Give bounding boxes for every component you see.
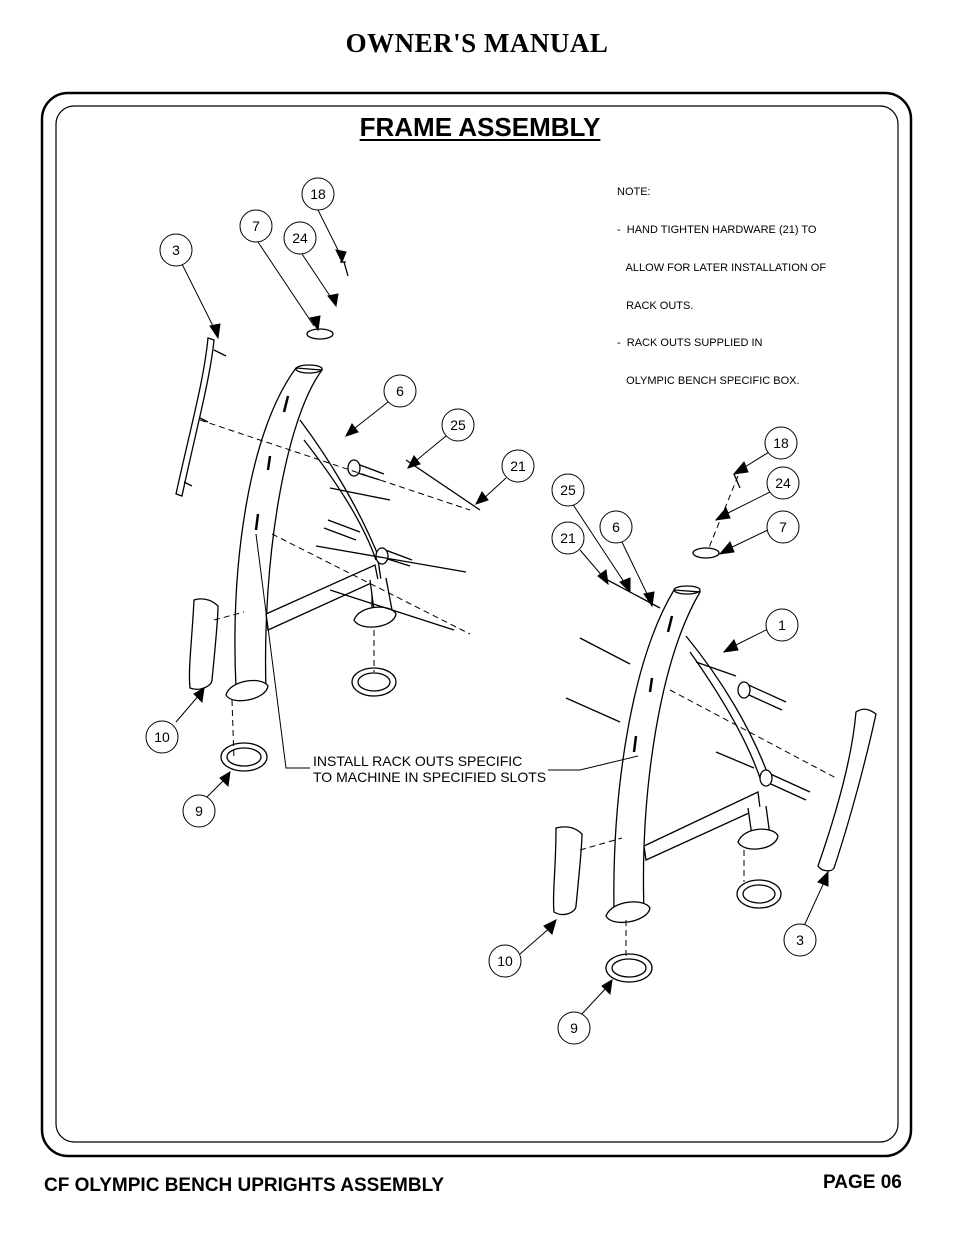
callouts-left: 18 7 24 3 6 25 21 10 9: [145, 177, 535, 828]
svg-text:1: 1: [778, 617, 786, 633]
install-leader: [255, 533, 310, 769]
manual-title: OWNER'S MANUAL: [345, 28, 609, 58]
callout-18-left: 18: [301, 177, 335, 211]
note-line: RACK OUTS.: [617, 299, 694, 312]
callout-1-right: 1: [765, 608, 799, 642]
callout-24-left: 24: [283, 221, 317, 255]
left-dashed-lines: [199, 419, 471, 761]
assembly-note: NOTE: - HAND TIGHTEN HARDWARE (21) TO AL…: [617, 161, 826, 400]
install-note-line2: TO MACHINE IN SPECIFIED SLOTS: [313, 769, 547, 785]
svg-text:9: 9: [570, 1020, 578, 1036]
svg-text:10: 10: [154, 729, 170, 745]
left-upright-drawing: [175, 261, 481, 772]
callout-3-left: 3: [159, 233, 193, 267]
note-line: - RACK OUTS SUPPLIED IN: [617, 337, 763, 350]
right-dashed-lines: [579, 475, 837, 960]
svg-text:18: 18: [310, 186, 326, 202]
callout-21-left: 21: [501, 449, 535, 483]
callout-21-right: 21: [551, 521, 585, 555]
inner-frame: [55, 105, 899, 1143]
svg-text:10: 10: [497, 953, 513, 969]
svg-text:25: 25: [560, 482, 576, 498]
callout-6-left: 6: [383, 374, 417, 408]
note-line: ALLOW FOR LATER INSTALLATION OF: [617, 261, 827, 274]
footer-page-number: PAGE 06: [823, 1172, 902, 1193]
svg-text:21: 21: [510, 458, 526, 474]
callout-3-right: 3: [783, 923, 817, 957]
section-title: FRAME ASSEMBLY: [359, 112, 601, 142]
svg-text:24: 24: [775, 475, 791, 491]
callout-24-right: 24: [766, 466, 800, 500]
callout-18-right: 18: [764, 426, 798, 460]
callout-25-left: 25: [441, 408, 475, 442]
svg-text:6: 6: [612, 519, 620, 535]
callout-10-right: 10: [488, 944, 522, 978]
svg-text:6: 6: [396, 383, 404, 399]
svg-text:18: 18: [773, 435, 789, 451]
svg-text:9: 9: [195, 803, 203, 819]
note-line: NOTE:: [617, 186, 651, 199]
callouts-right: 18 24 25 7 6 21 1 3 10 9: [488, 426, 817, 1045]
callout-leaders: [175, 209, 829, 1017]
note-line: - HAND TIGHTEN HARDWARE (21) TO: [617, 223, 817, 236]
install-rack-outs-note: INSTALL RACK OUTS SPECIFIC TO MACHINE IN…: [313, 753, 546, 785]
install-note-line1: INSTALL RACK OUTS SPECIFIC: [313, 753, 523, 769]
footer-document-title: CF OLYMPIC BENCH UPRIGHTS ASSEMBLY: [44, 1175, 445, 1196]
svg-text:21: 21: [560, 530, 576, 546]
callout-10-left: 10: [145, 720, 179, 754]
svg-text:24: 24: [292, 230, 308, 246]
install-leader-right: [548, 755, 639, 771]
outer-frame: [40, 91, 913, 1158]
callout-7-left: 7: [239, 209, 273, 243]
svg-text:3: 3: [172, 242, 180, 258]
callout-9-right: 9: [557, 1011, 591, 1045]
callout-7-right: 7: [766, 510, 800, 544]
note-line: OLYMPIC BENCH SPECIFIC BOX.: [617, 375, 800, 388]
svg-text:7: 7: [252, 218, 260, 234]
right-upright-drawing: [552, 473, 877, 983]
svg-text:7: 7: [779, 519, 787, 535]
callout-25-right: 25: [551, 473, 585, 507]
callout-9-left: 9: [182, 794, 216, 828]
callout-6-right: 6: [599, 510, 633, 544]
svg-text:3: 3: [796, 932, 804, 948]
svg-text:25: 25: [450, 417, 466, 433]
